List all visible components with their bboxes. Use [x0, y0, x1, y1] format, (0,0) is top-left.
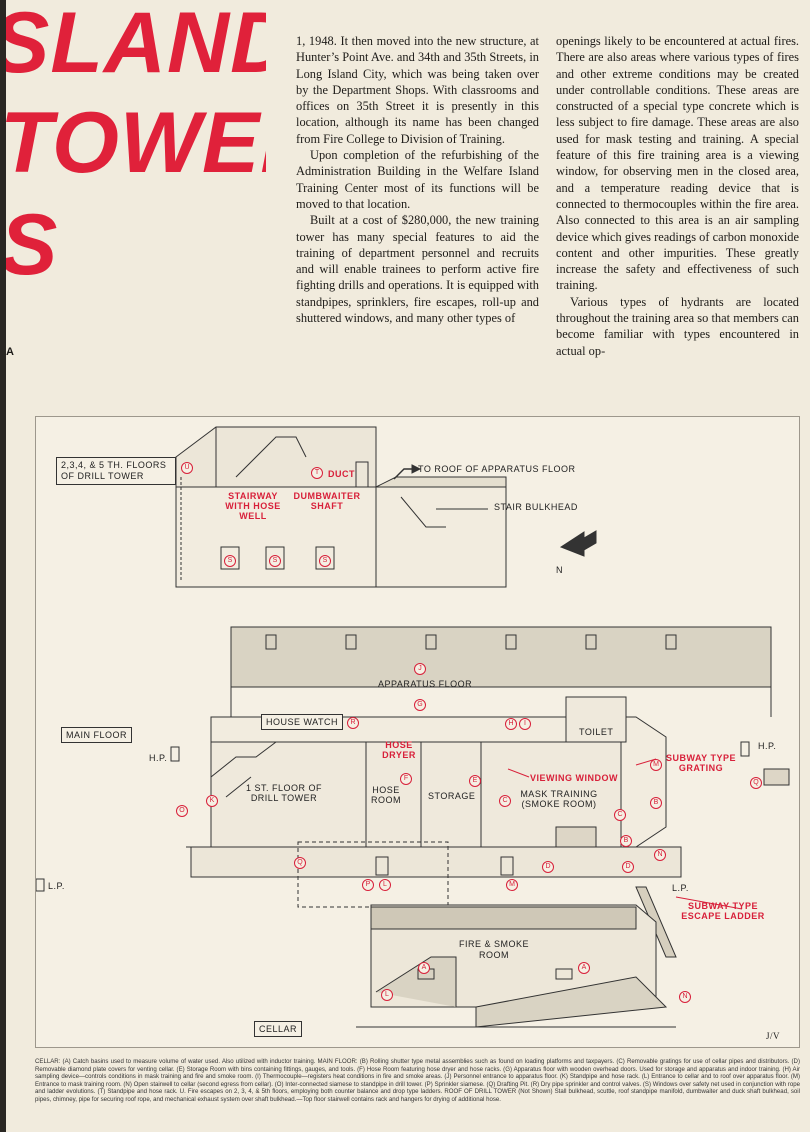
marker-g: G	[414, 699, 426, 711]
headline: SLAND TOWER S	[6, 0, 266, 360]
marker-s: S	[269, 555, 281, 567]
marker-l: L	[379, 879, 391, 891]
label-subway-grating: SUBWAY TYPE GRATING	[665, 753, 737, 773]
diagram-drawing	[36, 426, 790, 1028]
marker-c: C	[499, 795, 511, 807]
marker-b: B	[650, 797, 662, 809]
marker-q: Q	[294, 857, 306, 869]
marker-l: L	[381, 989, 393, 1001]
label-storage: STORAGE	[428, 791, 476, 801]
marker-n: N	[654, 849, 666, 861]
artist-initials: J/V	[766, 1031, 781, 1041]
page-binding-edge	[0, 0, 6, 1132]
label-duct: DUCT	[328, 469, 355, 479]
marker-c: C	[614, 809, 626, 821]
marker-u: U	[181, 462, 193, 474]
label-dumbwaiter: DUMBWAITER SHAFT	[293, 491, 361, 511]
marker-s: S	[319, 555, 331, 567]
paragraph: Various types of hydrants are located th…	[556, 294, 799, 358]
headline-line-3: S	[6, 202, 58, 288]
marker-e: E	[469, 775, 481, 787]
marker-n: N	[679, 991, 691, 1003]
label-hydrant-right: H.P.	[758, 741, 777, 751]
headline-line-2: TOWER	[6, 95, 266, 191]
marker-k: K	[206, 795, 218, 807]
label-hose-room: HOSE ROOM	[371, 785, 401, 805]
marker-h: H	[505, 718, 517, 730]
marker-f: F	[400, 773, 412, 785]
label-roof-arrow: TO ROOF OF APPARATUS FLOOR	[418, 464, 576, 474]
label-hose-dryer: HOSE DRYER	[382, 740, 416, 760]
marker-i: I	[519, 718, 531, 730]
paragraph: Upon completion of the refurbishing of t…	[296, 148, 539, 211]
label-viewing-window: VIEWING WINDOW	[530, 773, 618, 783]
headline-line-1: SLAND	[6, 0, 266, 91]
diagram-caption: CELLAR: (A) Catch basins used to measure…	[35, 1058, 800, 1103]
label-upper-floors: 2,3,4, & 5 TH. FLOORS OF DRILL TOWER	[56, 457, 176, 485]
text-column-1: 1, 1948. It then moved into the new stru…	[296, 33, 539, 326]
marker-b: B	[620, 835, 632, 847]
marker-j: J	[414, 663, 426, 675]
label-house-watch: HOUSE WATCH	[261, 714, 343, 730]
marker-a: A	[418, 962, 430, 974]
paragraph: openings likely to be encountered at act…	[556, 34, 799, 293]
marker-o: O	[176, 805, 188, 817]
label-north: N	[556, 565, 563, 575]
label-main-floor: MAIN FLOOR	[61, 727, 133, 743]
marker-t: T	[311, 467, 323, 479]
label-fire-smoke-room: FIRE & SMOKE ROOM	[458, 939, 529, 960]
marker-a: A	[578, 962, 590, 974]
paragraph: Built at a cost of $280,000, the new tra…	[296, 213, 539, 326]
marker-s: S	[224, 555, 236, 567]
label-lp-right: L.P.	[672, 883, 689, 893]
margin-letter: A	[6, 346, 14, 358]
label-subway-ladder: SUBWAY TYPE ESCAPE LADDER	[681, 901, 765, 921]
marker-r: R	[347, 717, 359, 729]
label-stairway: STAIRWAY WITH HOSE WELL	[225, 491, 281, 521]
label-lp-left: L.P.	[48, 881, 65, 891]
label-stair-bulkhead: STAIR BULKHEAD	[494, 502, 578, 512]
text-column-2: openings likely to be encountered at act…	[556, 33, 799, 359]
paragraph: 1, 1948. It then moved into the new stru…	[296, 34, 539, 146]
marker-d: D	[622, 861, 634, 873]
label-hydrant-left: H.P.	[149, 753, 168, 763]
label-toilet: TOILET	[579, 727, 614, 737]
training-tower-diagram: 2,3,4, & 5 TH. FLOORS OF DRILL TOWER U T…	[35, 416, 800, 1048]
marker-d: D	[542, 861, 554, 873]
label-first-floor: 1 ST. FLOOR OF DRILL TOWER	[245, 783, 322, 803]
marker-m: M	[506, 879, 518, 891]
label-apparatus-floor: APPARATUS FLOOR	[378, 679, 473, 689]
marker-q: Q	[750, 777, 762, 789]
label-mask-training: MASK TRAINING (SMOKE ROOM)	[520, 789, 598, 809]
marker-p: P	[362, 879, 374, 891]
label-cellar: CELLAR	[254, 1021, 303, 1037]
marker-m: M	[650, 759, 662, 771]
